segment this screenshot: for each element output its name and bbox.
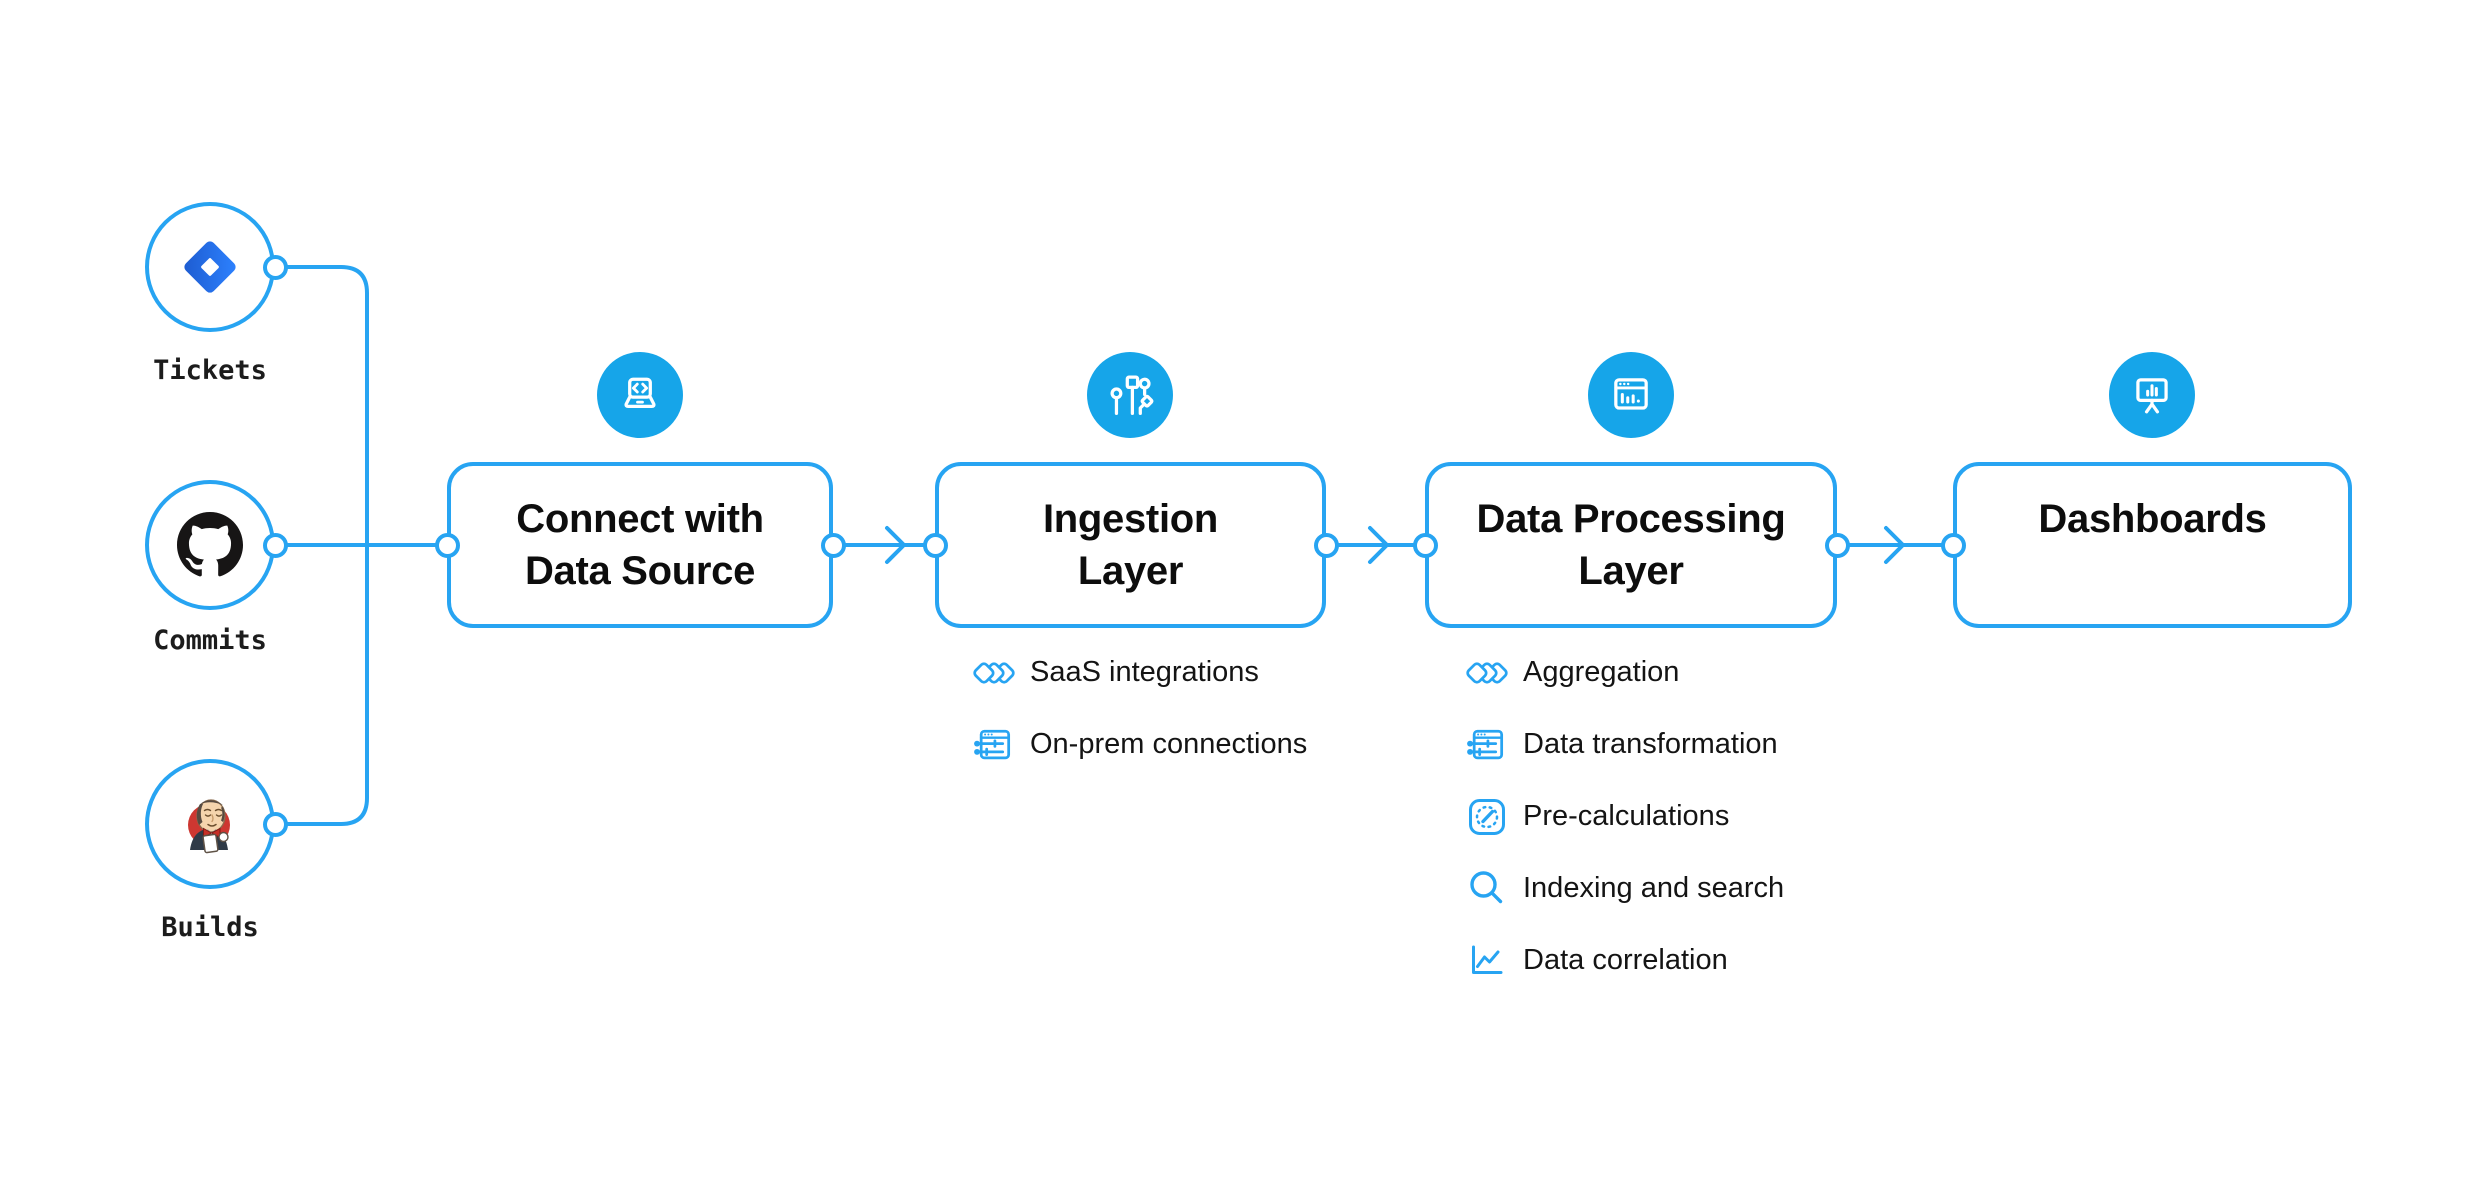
- list-item: On-prem connections: [972, 724, 1307, 765]
- node-dashboards-in: [1940, 532, 1966, 558]
- stage-box-dashboards: Dashboards: [1953, 462, 2352, 628]
- gauge-icon: [1465, 797, 1509, 837]
- source-label-commits: Commits: [153, 625, 267, 656]
- stage-title-line: Ingestion: [1042, 497, 1219, 541]
- feature-label: Aggregation: [1523, 656, 1680, 688]
- node-builds: [262, 811, 288, 837]
- list-item: Indexing and search: [1465, 868, 1784, 909]
- stage-title-line: Layer: [1077, 549, 1184, 593]
- source-commits: [145, 480, 275, 610]
- feature-label: SaaS integrations: [1030, 656, 1259, 688]
- stage-title-line: Dashboards: [2038, 497, 2267, 541]
- list-item: Data correlation: [1465, 940, 1784, 981]
- node-connect-in: [434, 532, 460, 558]
- jenkins-icon: [188, 799, 230, 854]
- list-item: Data transformation: [1465, 724, 1784, 765]
- line-chart-icon: [1465, 942, 1509, 979]
- feature-label: Data correlation: [1523, 944, 1728, 976]
- github-icon: [177, 512, 243, 577]
- stage-icon-processing: [1588, 352, 1674, 438]
- feature-label: On-prem connections: [1030, 728, 1308, 760]
- jira-icon: [184, 241, 236, 293]
- window-sliders-icon: [972, 726, 1016, 764]
- stage-title-line: Connect with: [516, 497, 764, 541]
- magnifier-icon: [1465, 869, 1509, 909]
- node-ingestion-out: [1313, 532, 1339, 558]
- feature-label: Indexing and search: [1523, 872, 1785, 904]
- source-label-tickets: Tickets: [153, 355, 267, 386]
- stage-title-line: Layer: [1578, 549, 1684, 593]
- stage-icon-dashboards: [2109, 352, 2195, 438]
- data-streams-icon: [1110, 375, 1154, 416]
- laptop-code-icon: [624, 377, 656, 408]
- window-sliders-icon: [1465, 726, 1509, 764]
- stage-icon-ingestion: [1087, 352, 1173, 438]
- presentation-chart-icon: [2136, 378, 2168, 414]
- node-connect-out: [820, 532, 846, 558]
- stage-icon-connect: [597, 352, 683, 438]
- window-chart-icon: [1614, 378, 1648, 410]
- list-item: Pre-calculations: [1465, 796, 1784, 837]
- stage-box-processing: Data Processing Layer: [1425, 462, 1837, 628]
- arrowhead-icon: [1368, 526, 1389, 564]
- list-item: SaaS integrations: [972, 652, 1307, 693]
- stage-box-ingestion: Ingestion Layer: [935, 462, 1326, 628]
- processing-feature-list: Aggregation Data transformation: [1465, 652, 1784, 981]
- arrowhead-icon: [1884, 526, 1905, 564]
- arrowhead-icon: [885, 526, 906, 564]
- stage-title-line: Data Processing: [1476, 497, 1786, 541]
- list-item: Aggregation: [1465, 652, 1784, 693]
- source-tickets: [145, 202, 275, 332]
- node-ingestion-in: [922, 532, 948, 558]
- node-processing-out: [1824, 532, 1850, 558]
- diamonds-icon: [1465, 654, 1509, 692]
- node-processing-in: [1412, 532, 1438, 558]
- source-label-builds: Builds: [161, 912, 259, 943]
- node-tickets: [262, 254, 288, 280]
- ingestion-feature-list: SaaS integrations On-prem connections: [972, 652, 1307, 765]
- node-commits: [262, 532, 288, 558]
- diamonds-icon: [972, 654, 1016, 692]
- feature-label: Pre-calculations: [1523, 800, 1730, 832]
- source-builds: [145, 759, 275, 889]
- feature-label: Data transformation: [1523, 728, 1778, 760]
- stage-title-line: Data Source: [524, 549, 756, 593]
- source-trunk-wire: [273, 265, 369, 826]
- stage-box-connect: Connect with Data Source: [447, 462, 833, 628]
